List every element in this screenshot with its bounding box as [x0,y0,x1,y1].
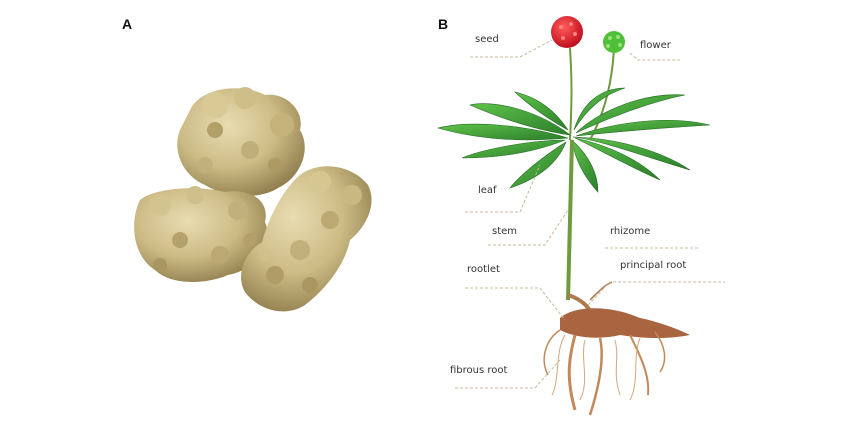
main-stem [566,139,574,301]
label-leaders [455,39,725,389]
flower-head [603,31,625,53]
leaf-whorl [436,87,711,193]
label-leaf: leaf [478,185,497,196]
label-seed: seed [475,34,499,45]
label-fibrous-root: fibrous root [450,365,508,376]
root-piece-left [134,186,268,282]
label-rootlet: rootlet [467,264,500,275]
dried-root-photo [134,87,372,312]
label-principal-root: principal root [620,260,687,271]
root-system [543,281,690,416]
plant-illustration [436,16,725,416]
seed-stalk [569,47,573,141]
label-flower: flower [640,40,671,51]
label-stem: stem [492,226,518,237]
seed-head [551,16,583,48]
panel-label-b: B [438,16,449,32]
root-piece-top [177,87,305,196]
panel-label-a: A [122,16,133,32]
root-piece-right [241,166,372,312]
label-rhizome: rhizome [610,226,651,237]
